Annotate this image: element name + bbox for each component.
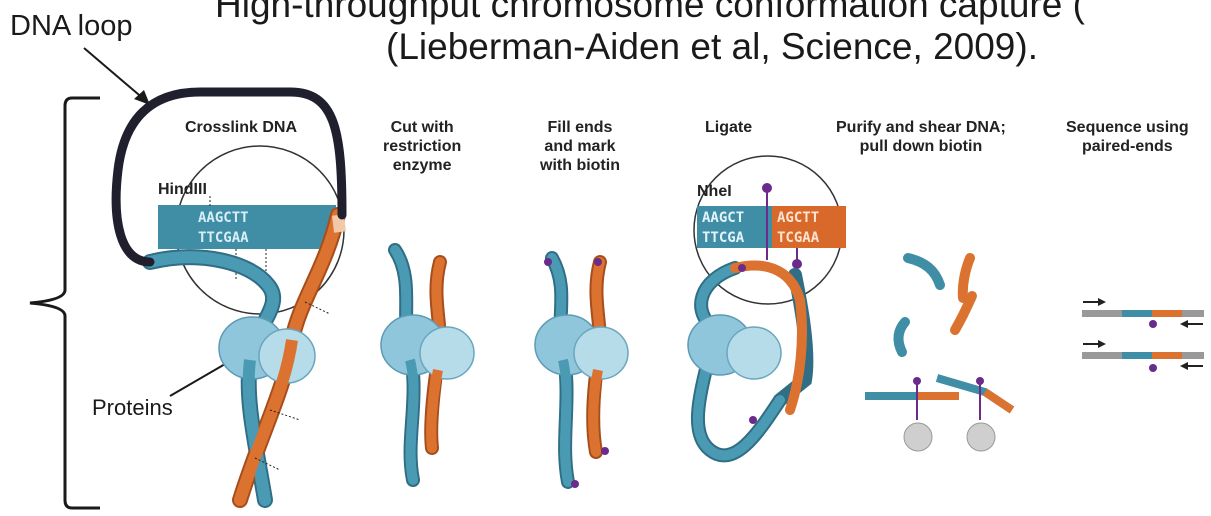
proteins-arrow bbox=[170, 360, 232, 396]
svg-text:TCGAA: TCGAA bbox=[777, 230, 820, 246]
left-brace bbox=[30, 98, 100, 508]
streptavidin-bead bbox=[904, 423, 932, 451]
hindiii-label: HindIII bbox=[158, 181, 207, 198]
hindiii-seq-bottom: TTCGAA bbox=[198, 230, 249, 246]
dna-loop-arrow bbox=[84, 48, 145, 100]
hindiii-seq-top: AAGCTT bbox=[198, 210, 249, 226]
paired-end-read-2 bbox=[1082, 340, 1204, 372]
paired-end-read-1 bbox=[1082, 298, 1204, 328]
nhei-label: NheI bbox=[697, 183, 732, 200]
svg-text:AAGCT: AAGCT bbox=[702, 210, 744, 226]
svg-text:AGCTT: AGCTT bbox=[777, 210, 819, 226]
svg-text:TTCGA: TTCGA bbox=[702, 230, 745, 246]
